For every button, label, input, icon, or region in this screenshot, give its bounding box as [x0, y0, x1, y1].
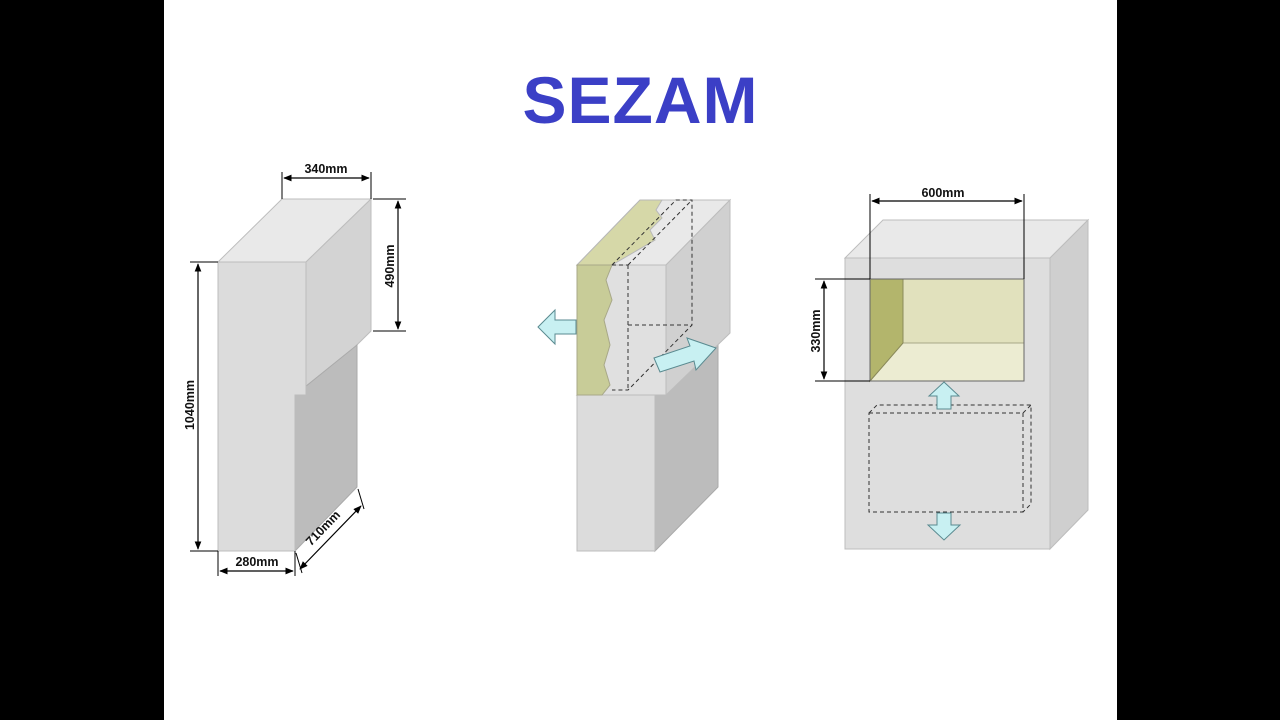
- arrow-up-icon: [927, 381, 961, 410]
- cavity-back: [902, 278, 1025, 344]
- right-block-top-face: [843, 219, 1090, 259]
- middle-dashed-box: [611, 199, 693, 391]
- middle-insulation-front: [576, 264, 613, 396]
- dim-left-bottom-width: 280mm: [235, 555, 278, 569]
- left-block: 340mm 490mm 1040mm 280mm 710mm: [183, 162, 406, 576]
- dim-left-height: 1040mm: [183, 380, 197, 430]
- dim-left-top: 340mm: [304, 162, 347, 176]
- right-dashed-box: [868, 404, 1032, 513]
- arrow-right-icon: [653, 337, 717, 373]
- cavity-outline: [869, 278, 1025, 382]
- middle-block: [537, 198, 732, 553]
- dim-right-left-vertical: 330mm: [809, 309, 823, 352]
- right-block-side-face: [1049, 218, 1089, 551]
- dim-left-right-vertical: 490mm: [383, 244, 397, 287]
- arrow-down-icon: [926, 512, 962, 541]
- middle-lower-front: [576, 394, 656, 552]
- right-block: 600mm 330mm: [809, 186, 1090, 551]
- arrow-left-icon: [537, 308, 577, 346]
- slide-title: SEZAM: [522, 63, 759, 137]
- middle-insulation-top: [575, 199, 663, 266]
- left-block-front-face: [217, 261, 307, 552]
- dim-right-top: 600mm: [921, 186, 964, 200]
